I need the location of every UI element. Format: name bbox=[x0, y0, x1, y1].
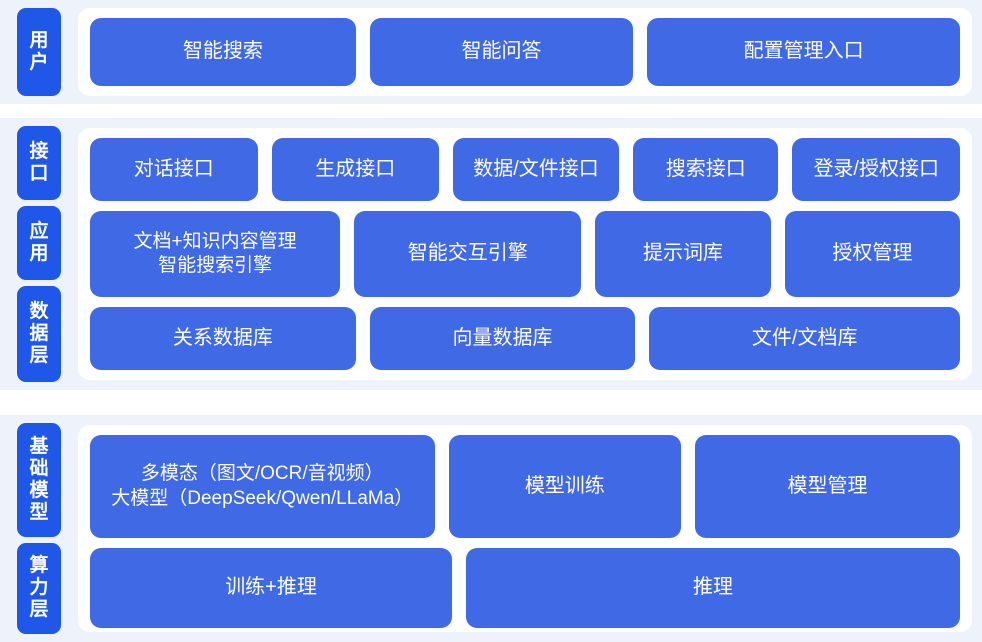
rail-user: 用 户 bbox=[0, 0, 78, 104]
row-application: 文档+知识内容管理 智能搜索引擎 智能交互引擎 提示词库 授权管理 bbox=[90, 210, 960, 297]
rail-tab-char: 接 bbox=[29, 140, 49, 162]
section-application: 接 口 应 用 数 据 层 对话接口 生成接口 数据/文件接口 搜索接口 登录/… bbox=[0, 118, 982, 390]
rail-tab-char: 层 bbox=[29, 599, 49, 621]
box-doc-knowledge-content-management[interactable]: 文档+知识内容管理 智能搜索引擎 bbox=[90, 210, 341, 297]
box-vector-database[interactable]: 向量数据库 bbox=[369, 307, 636, 370]
rail-tab-char: 用 bbox=[29, 29, 49, 51]
rail-tab-char: 力 bbox=[29, 577, 49, 599]
rail-tab-char: 基 bbox=[29, 435, 49, 457]
box-intelligent-interaction-engine[interactable]: 智能交互引擎 bbox=[354, 210, 582, 297]
box-authorization-management[interactable]: 授权管理 bbox=[784, 210, 960, 297]
box-training-and-inference[interactable]: 训练+推理 bbox=[90, 548, 453, 628]
section-user: 用 户 智能搜索 智能问答 配置管理入口 bbox=[0, 0, 982, 104]
rail-tab-char: 应 bbox=[29, 220, 49, 242]
box-intelligent-qa[interactable]: 智能问答 bbox=[369, 18, 634, 86]
rail-infrastructure: 基 础 模 型 算 力 层 bbox=[0, 415, 78, 642]
section-infrastructure: 基 础 模 型 算 力 层 多模态（图文/OCR/音视频） 大模型（DeepSe… bbox=[0, 415, 982, 642]
box-prompt-library[interactable]: 提示词库 bbox=[595, 210, 771, 297]
rail-tab-char: 型 bbox=[29, 501, 49, 523]
row-data: 关系数据库 向量数据库 文件/文档库 bbox=[90, 307, 960, 370]
row-model: 多模态（图文/OCR/音视频） 大模型（DeepSeek/Qwen/LLaMa）… bbox=[90, 435, 960, 539]
rail-tab-char: 模 bbox=[29, 479, 49, 501]
box-model-training[interactable]: 模型训练 bbox=[448, 435, 682, 539]
rail-tab-compute-layer[interactable]: 算 力 层 bbox=[17, 542, 61, 634]
box-login-auth-interface[interactable]: 登录/授权接口 bbox=[792, 138, 960, 201]
rail-tab-foundation-model-layer[interactable]: 基 础 模 型 bbox=[17, 423, 61, 537]
box-generation-interface[interactable]: 生成接口 bbox=[271, 138, 439, 201]
rail-tab-char: 口 bbox=[29, 162, 49, 184]
box-multimodal-and-large-model[interactable]: 多模态（图文/OCR/音视频） 大模型（DeepSeek/Qwen/LLaMa） bbox=[90, 435, 435, 539]
rail-tab-char: 层 bbox=[29, 344, 49, 366]
rail-application: 接 口 应 用 数 据 层 bbox=[0, 118, 78, 390]
panel-application: 对话接口 生成接口 数据/文件接口 搜索接口 登录/授权接口 文档+知识内容管理… bbox=[78, 128, 972, 380]
row-user: 智能搜索 智能问答 配置管理入口 bbox=[90, 18, 961, 86]
rail-tab-char: 据 bbox=[29, 322, 49, 344]
rail-tab-user-layer[interactable]: 用 户 bbox=[17, 8, 61, 96]
box-dialog-interface[interactable]: 对话接口 bbox=[90, 138, 258, 201]
rail-tab-char: 算 bbox=[29, 555, 49, 577]
box-data-file-interface[interactable]: 数据/文件接口 bbox=[453, 138, 620, 201]
box-model-management[interactable]: 模型管理 bbox=[695, 435, 960, 539]
rail-tab-data-layer[interactable]: 数 据 层 bbox=[17, 285, 61, 382]
panel-user: 智能搜索 智能问答 配置管理入口 bbox=[78, 8, 972, 96]
rail-tab-application-layer[interactable]: 应 用 bbox=[17, 205, 61, 280]
box-inference[interactable]: 推理 bbox=[466, 548, 960, 628]
box-file-document-store[interactable]: 文件/文档库 bbox=[649, 307, 960, 370]
rail-tab-char: 础 bbox=[29, 457, 49, 479]
box-intelligent-search[interactable]: 智能搜索 bbox=[90, 18, 356, 86]
rail-tab-char: 户 bbox=[29, 52, 49, 73]
row-compute: 训练+推理 推理 bbox=[90, 548, 960, 628]
panel-infrastructure: 多模态（图文/OCR/音视频） 大模型（DeepSeek/Qwen/LLaMa）… bbox=[78, 425, 972, 632]
row-interface: 对话接口 生成接口 数据/文件接口 搜索接口 登录/授权接口 bbox=[90, 138, 960, 201]
box-search-interface[interactable]: 搜索接口 bbox=[633, 138, 779, 201]
rail-tab-char: 用 bbox=[29, 242, 49, 264]
box-relational-database[interactable]: 关系数据库 bbox=[90, 307, 356, 370]
rail-tab-interface-layer[interactable]: 接 口 bbox=[17, 126, 61, 200]
rail-tab-char: 数 bbox=[29, 300, 49, 322]
box-config-management-entry[interactable]: 配置管理入口 bbox=[647, 18, 961, 86]
